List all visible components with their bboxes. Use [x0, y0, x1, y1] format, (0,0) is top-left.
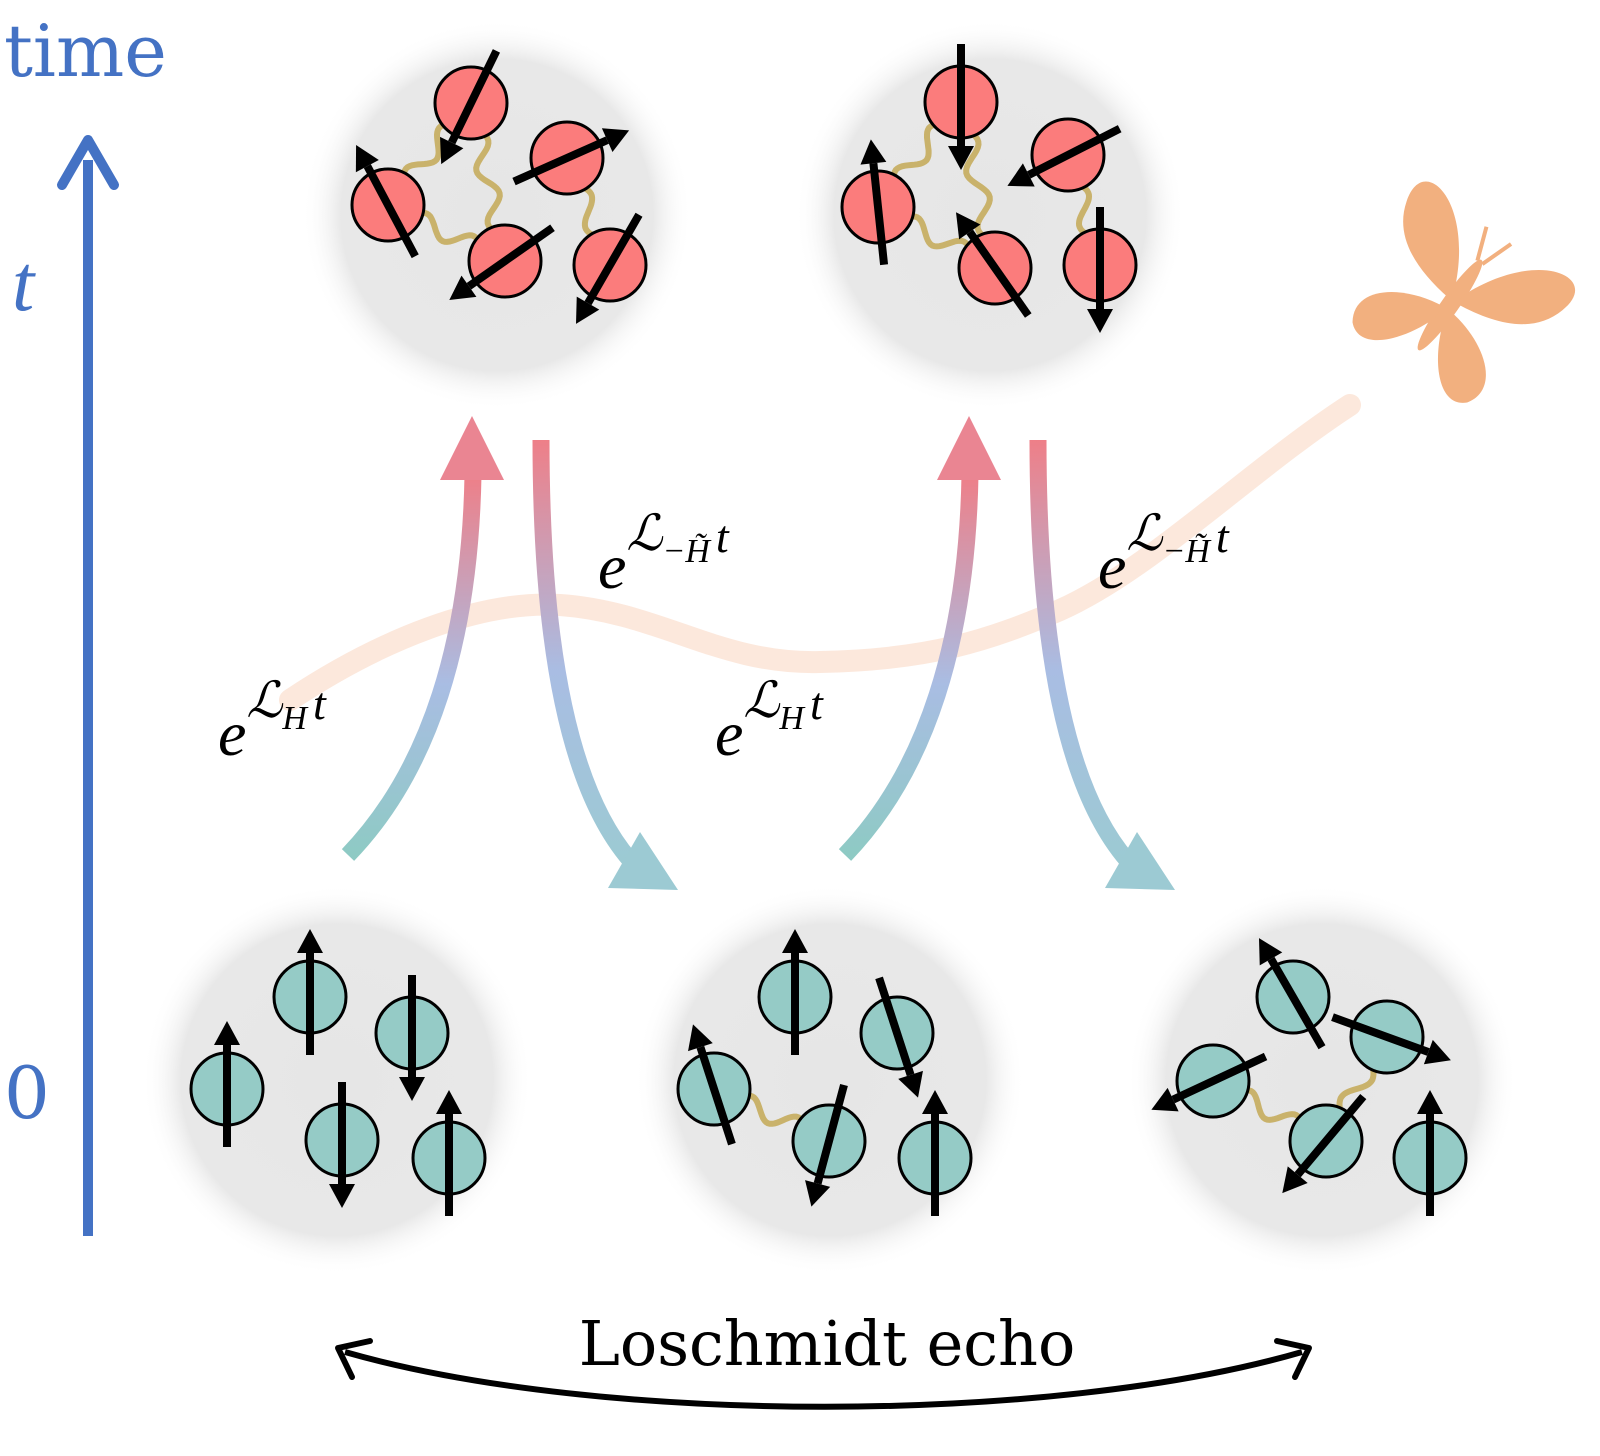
spin-arrow-head [449, 275, 477, 301]
spin-arrow-head [860, 139, 887, 165]
spin-arrow-shaft [1026, 125, 1122, 179]
spin [1331, 999, 1451, 1075]
spin [757, 929, 833, 1055]
butterfly-icon [1352, 181, 1576, 403]
spin-arrow-head [214, 1021, 240, 1045]
spin-arrow-shaft [1294, 1093, 1367, 1178]
spin-arrow-head [782, 929, 808, 953]
axis-symbol: t [12, 240, 36, 328]
echo-label: Loschmidt echo [579, 1307, 1076, 1380]
cluster-bottom-middle [676, 929, 973, 1216]
time-axis: time t 0 [4, 9, 167, 1236]
spin [304, 1082, 380, 1208]
spin-arrow-head [688, 1024, 713, 1052]
loschmidt-echo: Loschmidt echo [335, 1307, 1312, 1410]
spin [923, 44, 999, 170]
spin-arrow-shaft [1331, 1013, 1430, 1056]
spin-arrow-shaft [813, 1083, 848, 1185]
spin-arrow-head [1151, 1087, 1179, 1112]
forward-evolution-arrow-1 [341, 416, 504, 861]
spin-arrow-shaft [875, 976, 915, 1077]
spin-clusters [189, 44, 1468, 1216]
spin [897, 1090, 973, 1216]
spin-arrow-shaft [584, 212, 643, 306]
time-axis-arrowhead [57, 135, 119, 190]
spin-arrow-head [399, 1077, 425, 1101]
cluster-bottom-right [1151, 938, 1468, 1216]
spin-arrow-head [1087, 309, 1113, 333]
cluster-top-right [840, 44, 1138, 333]
spin-arrow-head [955, 212, 981, 240]
svg-text:eℒ−H̃t: eℒ−H̃t [1098, 505, 1230, 602]
ensemble-backgrounds [142, 20, 1517, 1275]
spin [840, 139, 916, 266]
spin-arrow-head [329, 1184, 355, 1208]
spin-arrow-head [898, 1070, 923, 1098]
spin-arrow-head [1282, 1166, 1308, 1194]
cluster-bottom-left [189, 929, 487, 1216]
spin-arrow-head [576, 296, 600, 324]
spin-arrow-shaft [869, 162, 889, 266]
spin [272, 929, 348, 1055]
spin-arrow-head [922, 1090, 948, 1114]
echo-arrowhead-right [1274, 1338, 1312, 1380]
spin-arrow-head [805, 1180, 831, 1207]
spin [374, 975, 450, 1101]
spin-arrow-head [297, 929, 323, 953]
spin-arrow-head [601, 128, 630, 152]
spin [955, 212, 1033, 318]
spin-arrow-shaft [512, 136, 609, 186]
spin [1007, 117, 1122, 193]
spin [1151, 1043, 1268, 1119]
spin [512, 120, 630, 196]
spin-arrow-head [948, 146, 974, 170]
spin [859, 976, 935, 1098]
spin [1392, 1090, 1468, 1216]
spin-arrow-head [1423, 1039, 1451, 1065]
spin [449, 223, 555, 301]
spin-arrow-head [1259, 938, 1283, 966]
evolution-arrows [341, 416, 1175, 890]
cluster-top-left [350, 49, 648, 324]
svg-text:eℒ−H̃t: eℒ−H̃t [598, 505, 730, 602]
operator-label-backward-1: eℒ−H̃t [598, 505, 730, 602]
axis-origin: 0 [4, 1051, 50, 1135]
spin [1062, 207, 1138, 333]
spin-arrow-head [1417, 1090, 1443, 1114]
spin [676, 1024, 752, 1146]
echo-arrowhead-left [335, 1338, 373, 1380]
spin-arrow-shaft [1267, 956, 1326, 1050]
spin-arrow-head [436, 1090, 462, 1114]
backward-evolution-arrow-2 [1029, 439, 1175, 890]
spin-arrow-shaft [448, 49, 501, 145]
operator-label-backward-2: eℒ−H̃t [1098, 505, 1230, 602]
spin-arrow-shaft [696, 1045, 736, 1146]
spin [189, 1021, 265, 1147]
echo-double-arrow [344, 1349, 1303, 1410]
spin-arrow-head [355, 144, 379, 173]
spin-arrow-head [1007, 163, 1035, 187]
spin [572, 212, 648, 324]
spin-arrow-shaft [363, 164, 419, 259]
spin [350, 144, 426, 259]
spin [433, 49, 509, 165]
butterfly-trail [279, 394, 1361, 711]
spin [791, 1083, 867, 1207]
spin-arrow-head [440, 136, 464, 165]
spin-arrow-shaft [966, 229, 1032, 318]
forward-evolution-arrow-2 [838, 416, 1001, 861]
spin [1282, 1093, 1367, 1194]
spin-arrow-shaft [1171, 1052, 1268, 1104]
spin [411, 1090, 487, 1216]
blob-top-right [795, 20, 1185, 410]
axis-title: time [4, 9, 167, 93]
spin-arrow-shaft [466, 224, 555, 290]
backward-evolution-arrow-1 [532, 439, 678, 890]
spin [1255, 938, 1331, 1050]
